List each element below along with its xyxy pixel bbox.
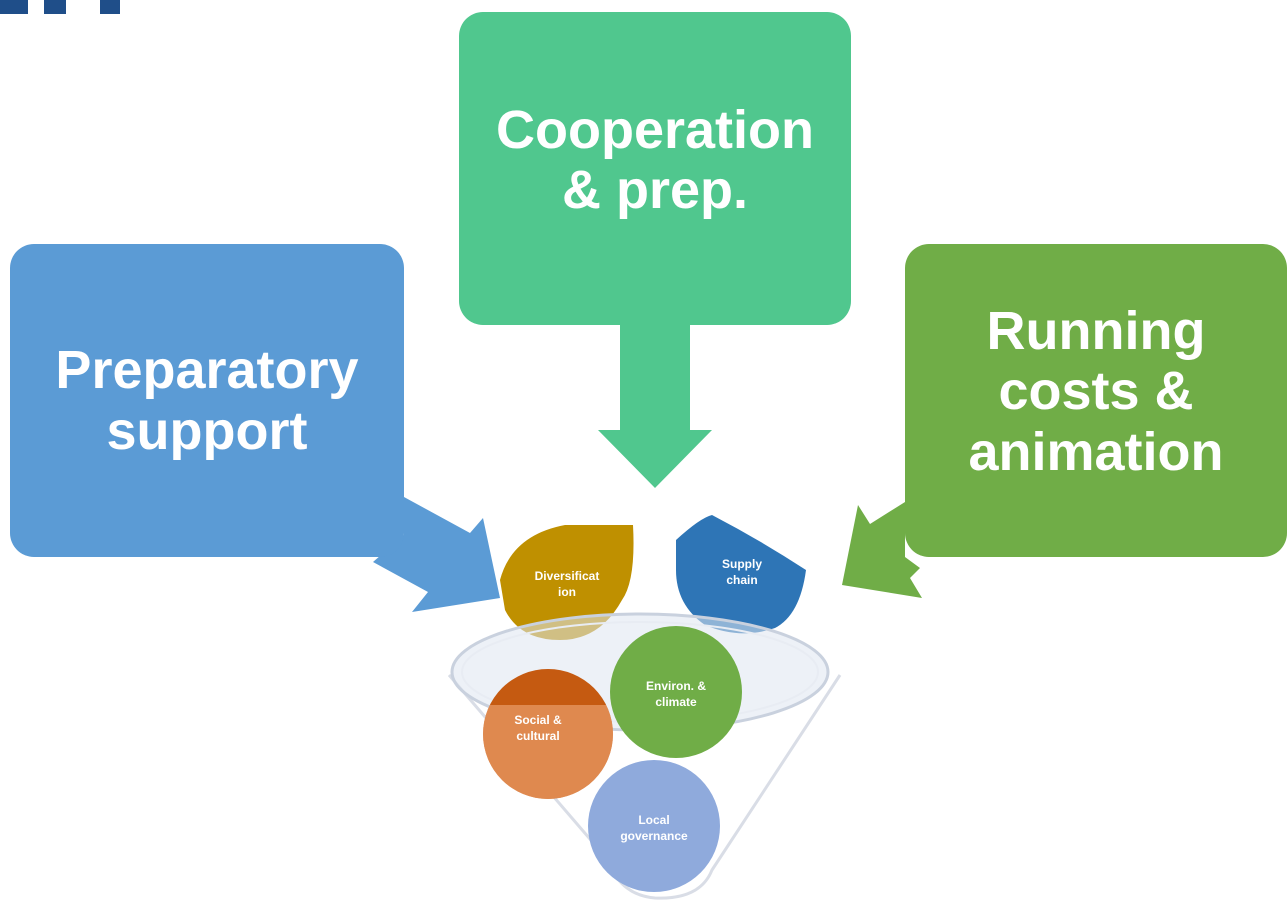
running-costs-box: Running costs & animation — [905, 244, 1287, 557]
arrow-from-running — [842, 502, 922, 598]
funnel-item-supply-chain-line2: chain — [726, 573, 757, 587]
arrow-from-preparatory — [373, 497, 500, 612]
corner-logo-fragment-2 — [44, 0, 66, 14]
running-line2: costs & — [998, 361, 1194, 422]
cooperation-line1: Cooperation — [496, 100, 814, 160]
funnel-item-local-governance: Local governance — [588, 760, 720, 892]
funnel-item-diversification-line1: Diversificat — [535, 569, 600, 583]
preparatory-line2: support — [106, 400, 308, 461]
cooperation-prep-box: Cooperation & prep. — [459, 12, 851, 325]
preparatory-line1: Preparatory — [55, 340, 359, 401]
funnel-item-social-cultural: Social & cultural — [483, 669, 613, 799]
funnel-item-supply-chain-line1: Supply — [722, 557, 762, 571]
funnel-item-governance-line2: governance — [620, 829, 688, 843]
running-line1: Running — [986, 300, 1206, 361]
arrow-from-cooperation — [598, 325, 712, 488]
running-line3: animation — [968, 421, 1224, 482]
funnel-item-diversification: Diversificat ion — [500, 525, 634, 640]
funnel-item-diversification-line2: ion — [558, 585, 576, 599]
cooperation-line2: & prep. — [561, 160, 749, 221]
funnel-item-social-line1: Social & — [514, 713, 562, 727]
funnel-item-environment-climate: Environ. & climate — [610, 626, 742, 758]
funnel-item-environment-line2: climate — [655, 695, 697, 709]
corner-logo-fragment-3 — [100, 0, 120, 14]
funnel-item-governance-line1: Local — [638, 813, 669, 827]
funnel-item-supply-chain: Supply chain — [676, 515, 806, 634]
funnel-item-social-line2: cultural — [516, 729, 559, 743]
funnel-item-environment-line1: Environ. & — [646, 679, 706, 693]
preparatory-support-box: Preparatory support — [10, 244, 404, 557]
corner-logo-fragment-1 — [0, 0, 28, 14]
